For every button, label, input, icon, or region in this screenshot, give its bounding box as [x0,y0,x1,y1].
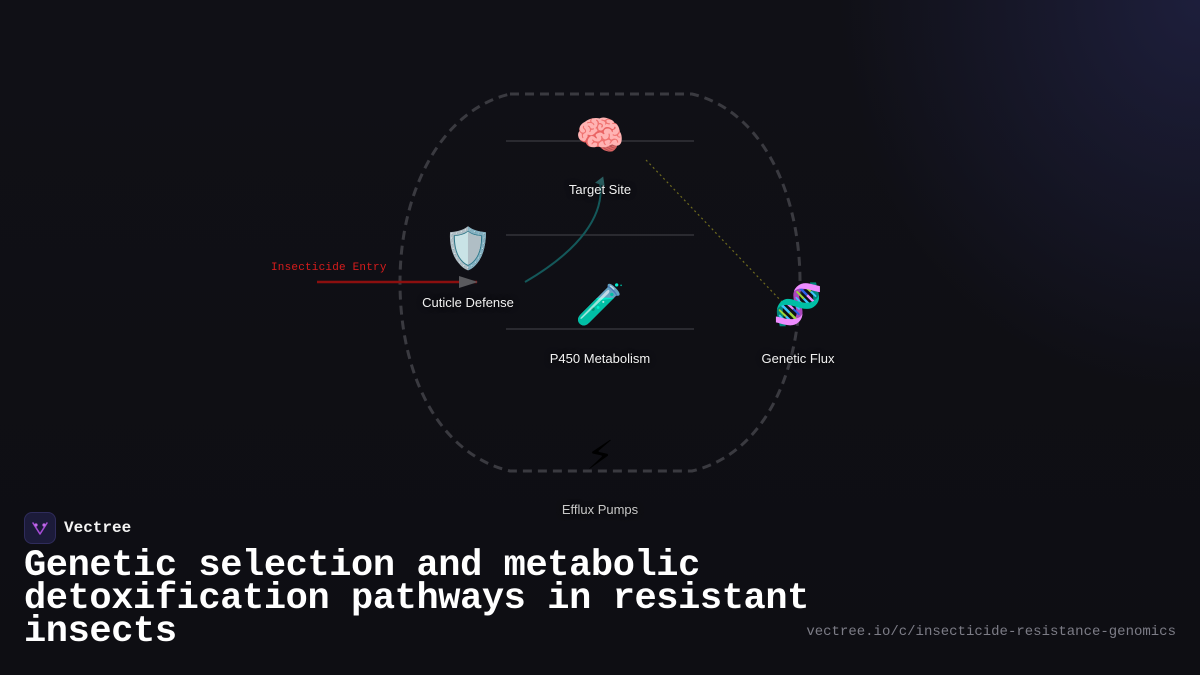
node-p450-metabolism[interactable]: 🧪 P450 Metabolism [520,281,680,366]
node-label: Cuticle Defense [422,295,514,310]
node-label: Efflux Pumps [561,502,639,517]
insecticide-entry-label: Insecticide Entry [271,262,387,274]
vectree-logo-icon [24,512,56,544]
brand[interactable]: Vectree [24,512,131,544]
brand-name: Vectree [64,519,132,537]
node-label: Genetic Flux [761,351,835,366]
flow-curve-to-target [524,176,605,283]
node-target-site[interactable]: 🧠 Target Site [520,112,680,197]
node-label: Target Site [568,182,632,197]
node-efflux-pumps[interactable]: ⚡ Efflux Pumps [520,432,680,517]
page-url[interactable]: vectree.io/c/insecticide-resistance-geno… [806,624,1176,640]
lightning-icon: ⚡ [585,433,615,479]
node-genetic-flux[interactable]: 🧬 Genetic Flux [718,281,878,366]
genetic-link-dotted [645,159,784,304]
node-label: P450 Metabolism [549,351,651,366]
node-cuticle-defense[interactable]: 🛡️ Cuticle Defense [388,225,548,310]
test-tube-icon: 🧪 [575,282,625,328]
shield-icon: 🛡️ [443,226,493,272]
cell-outline [398,92,802,473]
dna-icon: 🧬 [773,282,823,328]
page-title: Genetic selection and metabolic detoxifi… [24,545,809,653]
brain-icon: 🧠 [575,113,625,159]
